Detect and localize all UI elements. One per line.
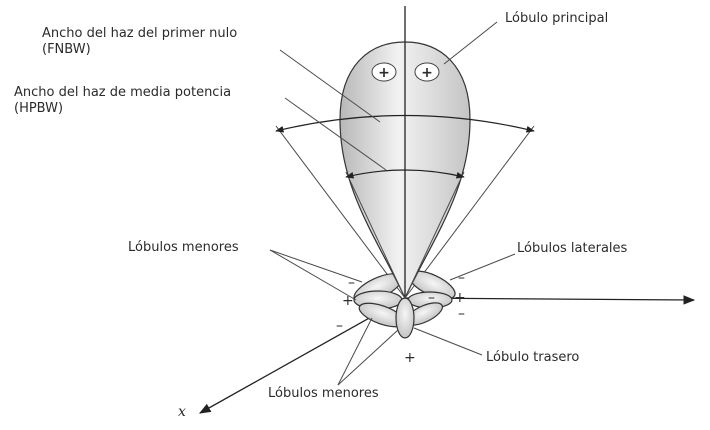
minus-sign: – bbox=[458, 306, 465, 322]
main-lobe-leader bbox=[444, 22, 497, 64]
plus-sign: + bbox=[342, 293, 354, 309]
minus-sign: – bbox=[336, 318, 343, 334]
hpbw-label-line1: Ancho del haz de media potencia bbox=[14, 85, 231, 100]
fnbw-label-line1: Ancho del haz del primer nulo bbox=[42, 26, 237, 41]
minus-sign: – bbox=[458, 270, 465, 286]
side-lobes-label: Lóbulos laterales bbox=[517, 241, 628, 256]
hpbw-label-line2: (HPBW) bbox=[14, 101, 63, 116]
back-lobe bbox=[396, 298, 414, 338]
x-axis-label: x bbox=[178, 404, 186, 420]
minor-lobes-bottom-leader bbox=[338, 318, 372, 385]
minus-sign: – bbox=[428, 290, 435, 306]
back-lobe-leader bbox=[414, 328, 482, 355]
minor-lobes-bottom-label: Lóbulos menores bbox=[268, 386, 379, 401]
plus-sign: + bbox=[378, 65, 390, 81]
minus-sign: – bbox=[348, 275, 355, 291]
plus-sign: + bbox=[404, 350, 416, 366]
plus-sign: + bbox=[454, 290, 466, 306]
minor-lobes-bottom-leader bbox=[338, 330, 398, 385]
main-lobe-label: Lóbulo principal bbox=[505, 11, 608, 26]
minor-lobes-top-label: Lóbulos menores bbox=[128, 240, 239, 255]
fnbw-label-line2: (FNBW) bbox=[42, 42, 91, 57]
plus-sign: + bbox=[421, 65, 433, 81]
back-lobe-label: Lóbulo trasero bbox=[486, 350, 579, 365]
